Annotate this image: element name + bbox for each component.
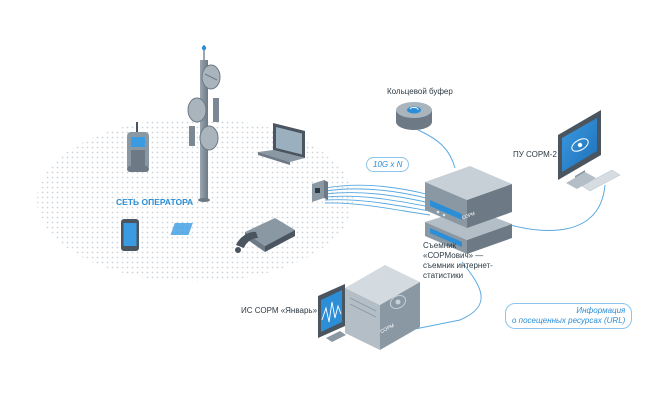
- smartphone-icon: [121, 219, 139, 251]
- sorm-console-label: ПУ СОРМ-2: [513, 150, 557, 159]
- console-link: [499, 184, 606, 231]
- collector-label-line: «СОРМович» —: [423, 251, 484, 260]
- url-info-line: Информация: [576, 306, 626, 315]
- sorm-link: [409, 261, 482, 331]
- collector-label-line: съемник интернет-: [423, 261, 493, 270]
- bandwidth-badge: 10G x N: [366, 157, 410, 172]
- ring-buffer-device: [396, 102, 432, 130]
- desk-phone-icon: [170, 218, 295, 253]
- sorm-console-monitor: [558, 110, 621, 192]
- is-sorm-workstation: [318, 265, 420, 350]
- dish-antenna: [199, 125, 219, 151]
- cell-tower: [187, 45, 221, 202]
- laptop-icon: [258, 123, 305, 165]
- url-info-line: о посещенных ресурсах (URL): [512, 316, 626, 325]
- dish-antenna: [187, 97, 207, 123]
- url-info-badge: Информация о посещенных ресурсах (URL): [505, 303, 633, 329]
- operator-network-label: СЕТЬ ОПЕРАТОРА: [116, 197, 194, 207]
- mobile-phone-icon: [127, 122, 149, 172]
- connection-lines: [409, 129, 606, 331]
- ring-buffer-label: Кольцевой буфер: [387, 87, 453, 96]
- collector-label: Съемник «СОРМович» — съемник интернет- с…: [423, 241, 493, 281]
- buffer-link: [417, 129, 456, 169]
- wall-socket-icon: [312, 180, 328, 202]
- collector-server: [425, 166, 512, 254]
- fiber-bundle: [324, 184, 431, 216]
- is-sorm-label: ИС СОРМ «Январь»: [241, 306, 318, 315]
- collector-label-line: статистики: [423, 271, 464, 280]
- collector-label-line: Съемник: [423, 241, 457, 250]
